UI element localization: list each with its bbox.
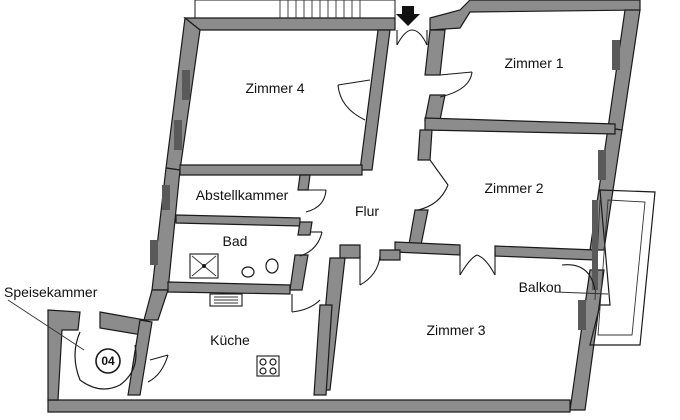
room-badge: 04 <box>101 354 115 368</box>
room-label-zimmer-4: Zimmer 4 <box>245 80 304 96</box>
windows <box>150 40 620 330</box>
room-label-flur: Flur <box>355 203 379 219</box>
toilet-icon <box>241 258 279 278</box>
staircase <box>194 0 396 19</box>
room-label-abstellkammer: Abstellkammer <box>196 187 289 203</box>
sink-icon <box>209 293 243 307</box>
entrance-arrow-icon <box>396 6 420 26</box>
room-label-speisekammer: Speisekammer <box>4 284 98 300</box>
stove-icon <box>256 355 280 377</box>
room-label-bad: Bad <box>223 233 248 249</box>
room-label-zimmer-3: Zimmer 3 <box>426 322 485 338</box>
room-label-zimmer-2: Zimmer 2 <box>484 180 543 196</box>
doors <box>147 29 609 383</box>
room-label-kueche: Küche <box>210 332 250 348</box>
room-label-zimmer-1: Zimmer 1 <box>504 55 563 71</box>
room-label-balkon: Balkon <box>519 279 562 295</box>
speisekammer-area <box>7 299 137 390</box>
interior-walls <box>127 29 616 396</box>
balkon-area <box>589 189 656 346</box>
shower-icon <box>189 253 219 279</box>
